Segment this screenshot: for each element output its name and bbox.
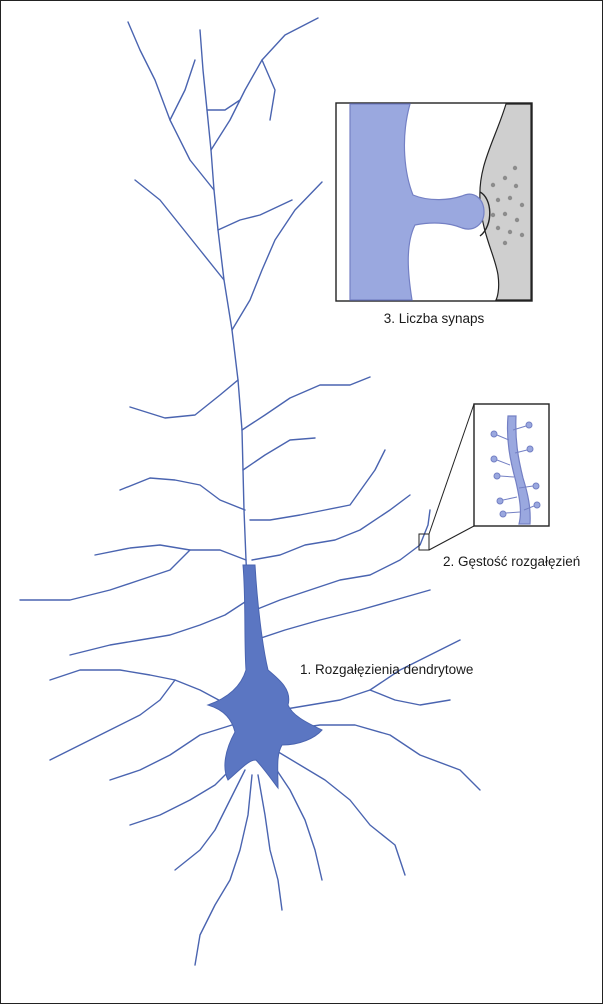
dendrite-branch bbox=[242, 377, 370, 430]
dendrite-branch bbox=[130, 380, 238, 418]
dendrite-branch bbox=[218, 200, 292, 230]
dendrite-branch bbox=[170, 60, 195, 120]
synapse-inset bbox=[336, 103, 532, 301]
dendrite-branch bbox=[95, 545, 246, 560]
dendrite-branch bbox=[258, 775, 282, 910]
dendrite-branch bbox=[70, 600, 248, 655]
synapse-count-label: 3. Liczba synaps bbox=[336, 311, 532, 326]
spine-density-inset bbox=[419, 404, 549, 550]
dendrite-branch bbox=[232, 182, 322, 330]
dendrite-branch bbox=[252, 495, 410, 560]
dendrite-branch bbox=[370, 690, 450, 705]
dendrite-branch bbox=[175, 770, 245, 870]
dendrite-branch bbox=[255, 590, 430, 640]
dendrite-branch bbox=[211, 18, 318, 150]
dendrite-branch bbox=[250, 450, 385, 520]
dendrite-branch bbox=[120, 478, 245, 510]
dendrite-branch bbox=[195, 775, 252, 965]
dendrite-branch bbox=[135, 180, 224, 280]
dendritic-branching-label: 1. Rozgałęzienia dendrytowe bbox=[300, 662, 473, 677]
dendrite-branch bbox=[255, 510, 430, 610]
dendrite-branch bbox=[130, 760, 240, 825]
dendrite-branch bbox=[275, 750, 405, 875]
branch-density-label: 2. Gęstość rozgałęzień bbox=[443, 554, 580, 569]
dendrite-branch bbox=[20, 550, 190, 600]
dendrite-branch bbox=[50, 680, 175, 760]
dendrite-branch bbox=[50, 670, 228, 705]
dendrite-branch bbox=[262, 60, 275, 120]
dendrite-branch bbox=[110, 725, 232, 780]
dendrite-branch bbox=[243, 438, 315, 470]
